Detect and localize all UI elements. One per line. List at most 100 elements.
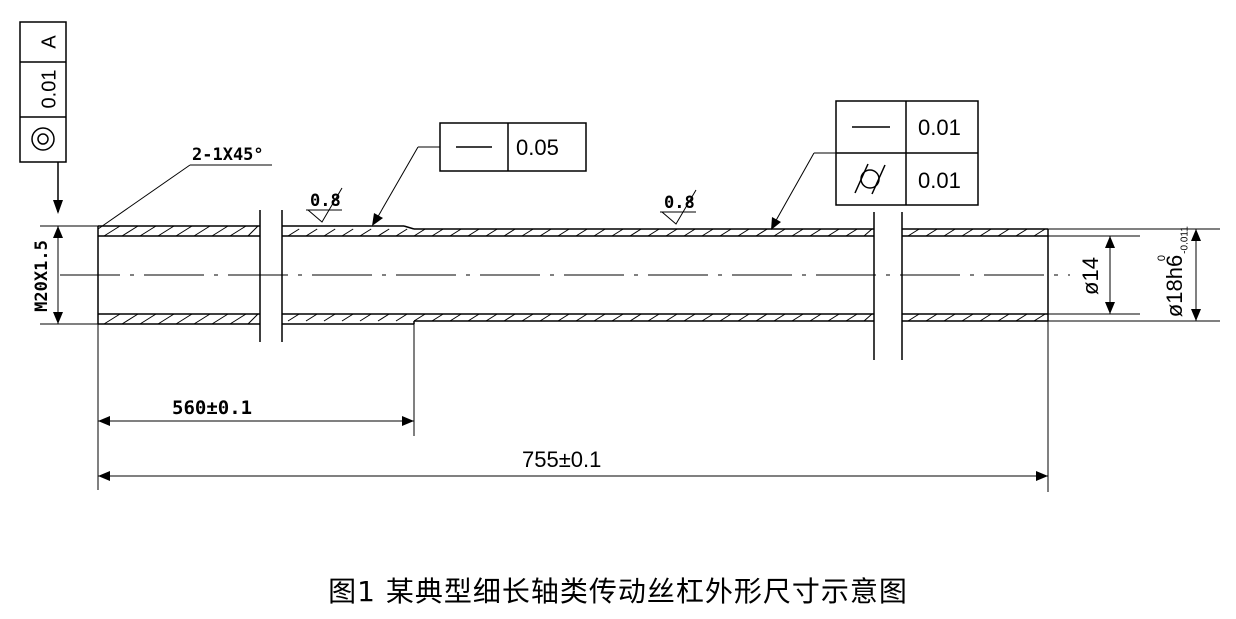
hatch-line bbox=[485, 228, 498, 237]
hatch-line bbox=[719, 313, 732, 322]
outer-label: ø18h6 bbox=[1162, 255, 1187, 317]
hatch-line bbox=[575, 313, 588, 322]
hatch-line bbox=[211, 313, 229, 325]
hatch-line bbox=[287, 313, 300, 322]
hatch-line bbox=[175, 225, 193, 237]
hatch-line bbox=[683, 228, 696, 237]
hatch-line bbox=[485, 313, 498, 322]
hatch-line bbox=[773, 228, 786, 237]
hatch-line bbox=[845, 228, 858, 237]
hatch-line bbox=[557, 313, 570, 322]
chamfer-note: 2-1X45° bbox=[192, 145, 264, 165]
concentricity-value: 0.01 bbox=[38, 70, 60, 109]
hatch-line bbox=[121, 313, 139, 325]
bore-dimension: ø14 bbox=[1048, 235, 1140, 315]
hatch-line bbox=[103, 313, 121, 325]
concentricity-frame: A 0.01 bbox=[19, 21, 67, 214]
hatch-line bbox=[157, 225, 175, 237]
dim-560: 560±0.1 bbox=[97, 324, 415, 490]
hatch-line bbox=[521, 228, 534, 237]
hatch-line bbox=[997, 228, 1010, 237]
hatch-line bbox=[157, 313, 175, 325]
hatch-line bbox=[827, 313, 840, 322]
hatch-line bbox=[1033, 228, 1046, 237]
bore-label: ø14 bbox=[1078, 257, 1103, 295]
hatch-line bbox=[449, 313, 462, 322]
hatch-line bbox=[791, 228, 804, 237]
hatch-line bbox=[665, 228, 678, 237]
hatch-line bbox=[359, 228, 372, 237]
outer-dimension: ø18h6 0 -0.011 bbox=[1048, 226, 1220, 322]
thread-dimension: M20X1.5 bbox=[32, 225, 98, 325]
hatch-line bbox=[395, 228, 408, 237]
concentricity-icon bbox=[31, 127, 55, 151]
concentricity-datum: A bbox=[38, 35, 60, 49]
hatch-line bbox=[539, 228, 552, 237]
hatch-line bbox=[845, 313, 858, 322]
hatch-line bbox=[341, 313, 354, 322]
shaft-body bbox=[60, 210, 1070, 360]
hatch-line bbox=[305, 313, 318, 322]
hatch-line bbox=[943, 313, 956, 322]
hatch-line bbox=[737, 228, 750, 237]
hatch-line bbox=[449, 228, 462, 237]
right-tolerance-frame: 0.01 0.01 bbox=[771, 100, 979, 230]
cylindricity-icon bbox=[854, 163, 886, 195]
hatch-line bbox=[647, 313, 660, 322]
hatch-line bbox=[611, 313, 624, 322]
hatch-line bbox=[737, 313, 750, 322]
hatch-line bbox=[521, 313, 534, 322]
hatch-line bbox=[683, 313, 696, 322]
hatch-line bbox=[961, 313, 974, 322]
hatch-line bbox=[809, 313, 822, 322]
hatch-line bbox=[827, 228, 840, 237]
hatch-line bbox=[305, 228, 318, 237]
hatch-line bbox=[229, 225, 247, 237]
hatch-line bbox=[701, 228, 714, 237]
hatch-line bbox=[979, 313, 992, 322]
hatch-line bbox=[503, 228, 516, 237]
hatch-line bbox=[139, 313, 157, 325]
hatch-line bbox=[1033, 313, 1046, 322]
outer-upper-dev: 0 bbox=[1156, 255, 1168, 261]
hatch-line bbox=[791, 313, 804, 322]
hatch-line bbox=[979, 228, 992, 237]
hatch-line bbox=[575, 228, 588, 237]
hatch-line bbox=[773, 313, 786, 322]
hatch-line bbox=[193, 313, 211, 325]
dim-560-label: 560±0.1 bbox=[172, 397, 252, 419]
thread-label: M20X1.5 bbox=[32, 240, 52, 312]
hatch-line bbox=[611, 228, 624, 237]
straightness-value: 0.05 bbox=[516, 135, 559, 160]
hatch-line bbox=[431, 228, 444, 237]
hatch-line bbox=[943, 228, 956, 237]
hatch-line bbox=[647, 228, 660, 237]
hatch-line bbox=[413, 228, 426, 237]
dim-755-label: 755±0.1 bbox=[522, 447, 601, 472]
hatch-line bbox=[139, 225, 157, 237]
hatch-line bbox=[193, 225, 211, 237]
hatch-line bbox=[863, 228, 873, 237]
right-frame-value-2: 0.01 bbox=[918, 168, 961, 193]
hatch-line bbox=[341, 228, 354, 237]
hatch-line bbox=[863, 313, 873, 322]
hatch-line bbox=[323, 313, 336, 322]
hatch-line bbox=[925, 313, 938, 322]
hatch-line bbox=[997, 313, 1010, 322]
outer-lower-dev: -0.011 bbox=[1180, 226, 1191, 254]
hatch-line bbox=[503, 313, 516, 322]
hatch-line bbox=[925, 228, 938, 237]
hatch-line bbox=[809, 228, 822, 237]
hatch-line bbox=[539, 313, 552, 322]
shaft-drawing: A 0.01 bbox=[19, 21, 1220, 492]
hatch-line bbox=[907, 228, 920, 237]
roughness-value-1: 0.8 bbox=[310, 191, 341, 211]
dim-755: 755±0.1 bbox=[98, 321, 1049, 492]
hatch-line bbox=[431, 313, 444, 322]
right-frame-value-1: 0.01 bbox=[918, 115, 961, 140]
hatch-line bbox=[359, 313, 372, 322]
chamfer-callout: 2-1X45° bbox=[97, 145, 272, 230]
hatch-line bbox=[755, 228, 768, 237]
figure-caption: 图1 某典型细长轴类传动丝杠外形尺寸示意图 bbox=[328, 575, 908, 608]
hatch-line bbox=[395, 313, 408, 322]
